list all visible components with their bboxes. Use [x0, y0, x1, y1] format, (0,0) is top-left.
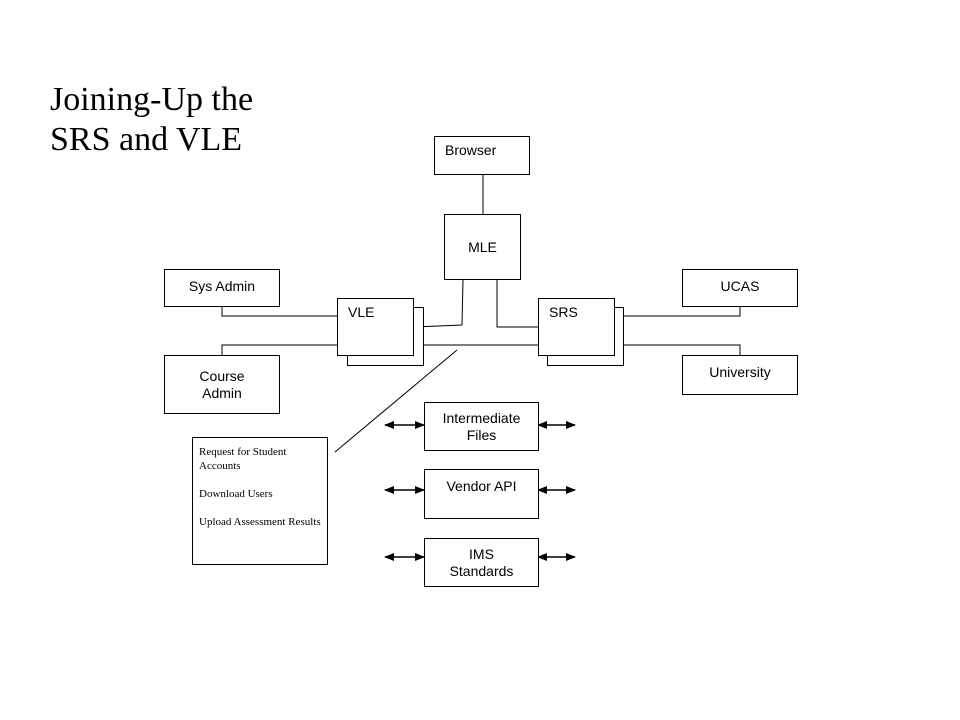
intermediate-files-label: Intermediate Files	[442, 409, 521, 443]
browser-label: Browser	[445, 142, 497, 158]
course-admin-link	[221, 344, 337, 356]
note-item: Download Users	[199, 488, 273, 500]
srs-box: SRS	[538, 298, 615, 356]
ucas-box: UCAS	[682, 269, 798, 307]
sys-admin-link	[221, 306, 337, 317]
ucas-link	[624, 306, 741, 317]
mle-srs-link	[496, 280, 538, 328]
vendor-api-label: Vendor API	[446, 478, 517, 494]
request-note-box: Request for Student Accounts Download Us…	[192, 437, 328, 565]
slide-title: Joining-Up the SRS and VLE	[50, 81, 254, 158]
mle-label: MLE	[468, 238, 497, 255]
course-admin-label: Course Admin	[199, 367, 245, 401]
note-item: Request for Student Accounts	[199, 446, 287, 472]
sys-admin-box: Sys Admin	[164, 269, 280, 307]
university-box: University	[682, 355, 798, 395]
mle-box: MLE	[444, 214, 521, 280]
course-admin-box: Course Admin	[164, 355, 280, 414]
note-item: Upload Assessment Results	[199, 516, 321, 528]
vendor-api-box: Vendor API	[424, 469, 539, 519]
ucas-label: UCAS	[720, 278, 760, 294]
browser-box: Browser	[434, 136, 530, 175]
mle-vle-link	[413, 279, 464, 328]
ims-standards-label: IMS Standards	[449, 545, 514, 579]
vle-label: VLE	[348, 304, 375, 320]
note-callout-line	[334, 349, 458, 453]
vle-box: VLE	[337, 298, 414, 356]
university-label: University	[709, 364, 771, 380]
ims-standards-box: IMS Standards	[424, 538, 539, 587]
sys-admin-label: Sys Admin	[188, 278, 256, 294]
university-link	[624, 344, 741, 356]
intermediate-files-box: Intermediate Files	[424, 402, 539, 451]
srs-label: SRS	[549, 304, 578, 320]
